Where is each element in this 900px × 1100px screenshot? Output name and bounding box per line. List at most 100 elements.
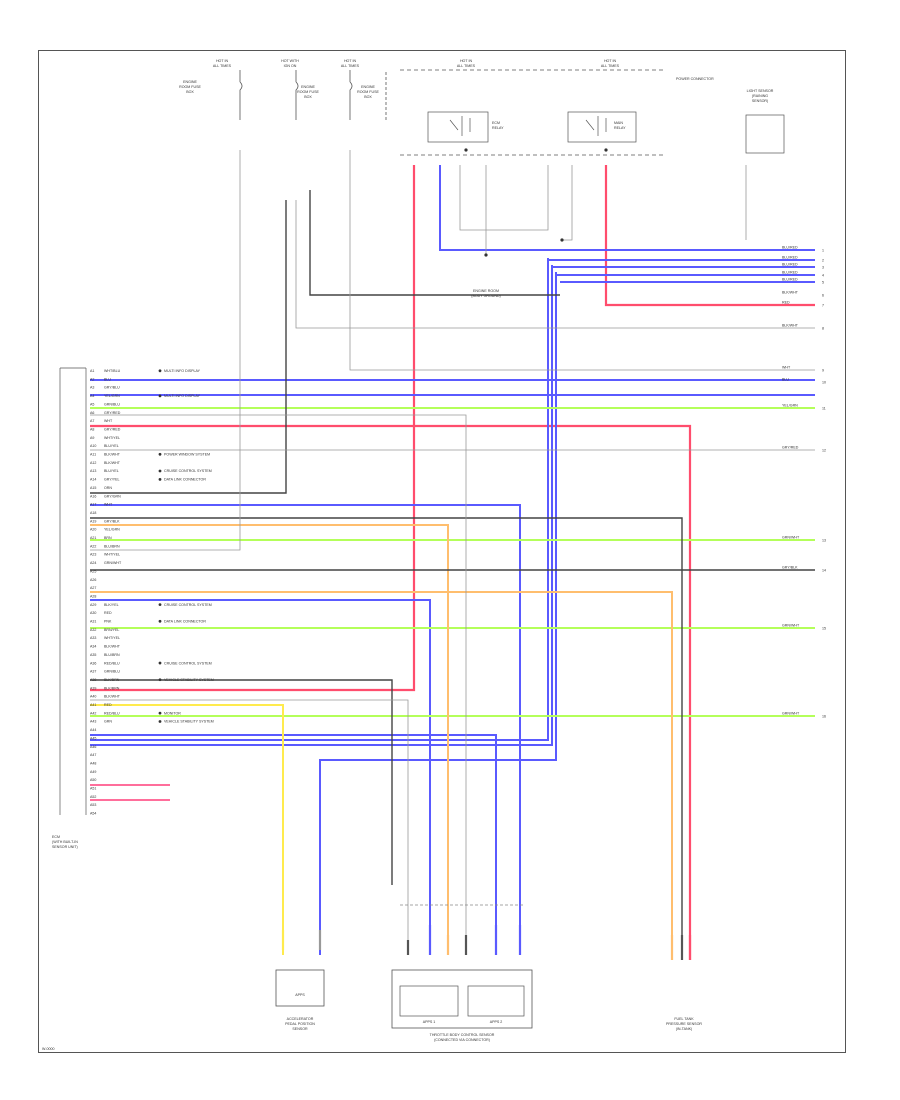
ecm-pin: A19 <box>90 519 96 523</box>
ecm-pin: A16 <box>90 494 96 498</box>
diagram-frame <box>38 50 846 1053</box>
ecm-pin-wire-color: GRN/BLU <box>104 402 120 406</box>
ecm-pin-wire-color: RED <box>104 611 112 615</box>
ecm-note-bullet <box>158 711 162 715</box>
ecm-pin: A3 <box>90 386 94 390</box>
right-wire-label: BLU/RED <box>782 246 798 250</box>
ecm-pin: A45 <box>90 736 96 740</box>
ecm-note-bullet <box>158 619 162 623</box>
ecm-pin: A5 <box>90 402 94 406</box>
svg-text:PEDAL POSITION: PEDAL POSITION <box>285 1022 315 1026</box>
ecm-pin-wire-color: RED/BLU <box>104 711 120 715</box>
ecm-pin-wire-color: BRN <box>104 536 112 540</box>
footer-id: W-0000 <box>42 1047 55 1051</box>
ecm-pin: A27 <box>90 586 96 590</box>
ecm-pin-wire-color: BLK/WHT <box>104 645 121 649</box>
ecm-pin-wire-color: GRY/RED <box>104 411 121 415</box>
ecm-pin: A38 <box>90 678 96 682</box>
svg-text:ROOM FUSE: ROOM FUSE <box>179 85 201 89</box>
svg-text:(RAINING: (RAINING <box>752 94 768 98</box>
wire-pink <box>90 784 170 801</box>
ecm-note-bullet <box>158 661 162 665</box>
ecm-pin-wire-color: YEL/GRN <box>104 528 120 532</box>
svg-text:LIGHT SENSOR: LIGHT SENSOR <box>747 89 774 93</box>
right-terminal-number: 13 <box>822 539 826 543</box>
svg-text:HOT IN: HOT IN <box>344 59 357 63</box>
ecm-pin: A22 <box>90 544 96 548</box>
ecm-pin-wire-color: WHT/YEL <box>104 436 120 440</box>
ecm-pin: A20 <box>90 528 96 532</box>
ecm-note-bullet <box>158 720 162 723</box>
ecm-pin-wire-color: BLU <box>104 377 111 381</box>
svg-text:FUEL TANK: FUEL TANK <box>674 1017 694 1021</box>
ecm-pin: A36 <box>90 661 96 665</box>
ecm-pin-wire-color: GRY/BLK <box>104 519 120 523</box>
ecm-pin-wire-color: BLU/BRN <box>104 653 120 657</box>
ecm-pin: A2 <box>90 377 94 381</box>
right-wire-label: BLU/RED <box>782 256 798 260</box>
svg-text:ALL TIMES: ALL TIMES <box>601 64 620 68</box>
ecm-note: MULTI INFO DISPLAY <box>164 369 201 373</box>
right-wire-label: YEL/GRN <box>782 404 798 408</box>
ecm-pin-wire-color: BLK/BRN <box>104 686 120 690</box>
svg-text:(CONNECTED VIA CONNECTOR): (CONNECTED VIA CONNECTOR) <box>434 1038 490 1042</box>
ecm-pin: A40 <box>90 695 96 699</box>
ecm-pin: A54 <box>90 812 96 816</box>
wire-orange <box>90 524 673 960</box>
ecm-pin: A51 <box>90 787 96 791</box>
ecm-note-bullet <box>158 369 162 373</box>
ecm-pin: A7 <box>90 419 94 423</box>
ecm-pin: A42 <box>90 711 96 715</box>
relay-main: HOT IN ALL TIMES MAIN RELAY <box>585 59 626 136</box>
ecm-note-bullet <box>158 477 162 481</box>
svg-text:RELAY: RELAY <box>492 126 504 130</box>
wire-blue-bundle <box>90 165 815 955</box>
ecm-pin-wire-color: BLK/WHT <box>104 461 121 465</box>
ecm-pin: A29 <box>90 603 96 607</box>
svg-text:HOT IN: HOT IN <box>460 59 473 63</box>
svg-text:(WITH BUILT-IN: (WITH BUILT-IN <box>52 840 78 844</box>
ecm-pin: A30 <box>90 611 96 615</box>
fuse-symbols <box>239 70 387 120</box>
ecm-pin-wire-color: BLK/WHT <box>104 695 121 699</box>
ecm-pin-wire-color: ORN <box>104 486 112 490</box>
svg-text:APPS: APPS <box>295 993 305 997</box>
ecm-note-bullet <box>158 452 162 456</box>
ecm-note: DATA LINK CONNECTOR <box>164 478 206 482</box>
ecm-pin-wire-color: RED/BLU <box>104 661 120 665</box>
svg-text:SENSOR: SENSOR <box>292 1027 308 1031</box>
ecm-pin: A34 <box>90 645 96 649</box>
fuse-box-label-3: HOT IN ALL TIMES ENGINE ROOM FUSE BOX <box>341 59 380 99</box>
component-apps: APPS ACCELERATOR PEDAL POSITION SENSOR <box>275 969 325 1031</box>
svg-text:HOT WITH: HOT WITH <box>281 59 299 63</box>
right-terminal-number: 6 <box>822 294 824 298</box>
ecm-pin-wire-color: GRN/WHT <box>104 561 122 565</box>
right-wire-label: RED <box>782 301 790 305</box>
ecm-pin: A47 <box>90 753 96 757</box>
ecm-pin: A9 <box>90 436 94 440</box>
ecm-pin: A6 <box>90 411 94 415</box>
ecm-note: CRUISE CONTROL SYSTEM <box>164 469 212 473</box>
right-wire-label: GRN/WHT <box>782 712 800 716</box>
svg-text:HOT IN: HOT IN <box>604 59 617 63</box>
ecm-pin: A44 <box>90 728 96 732</box>
svg-text:(BODY GROUND): (BODY GROUND) <box>471 294 500 298</box>
ecm-note: DATA LINK CONNECTOR <box>164 620 206 624</box>
svg-text:ROOM FUSE: ROOM FUSE <box>357 90 379 94</box>
svg-text:HOT IN: HOT IN <box>216 59 229 63</box>
svg-text:BOX: BOX <box>304 95 312 99</box>
ecm-pin-wire-color: GRY/YEL <box>104 478 120 482</box>
ecm-pin: A11 <box>90 453 96 457</box>
ecm-pin-wire-color: WHT/YEL <box>104 553 120 557</box>
ecm-pin: A28 <box>90 594 96 598</box>
ecm-label: ECM (WITH BUILT-IN SENSOR UNIT) <box>52 835 78 849</box>
wire-yellow <box>90 704 284 955</box>
ecm-pin: A8 <box>90 427 94 431</box>
wire-gray <box>90 150 815 955</box>
ecm-pin: A35 <box>90 653 96 657</box>
power-connector-label: POWER CONNECTOR <box>676 77 714 81</box>
right-terminal-number: 10 <box>822 381 826 385</box>
ecm-pin-wire-color: BLK/YEL <box>104 603 119 607</box>
bottom-connector-stubs <box>281 925 692 960</box>
ecm-pin-wire-color: BRN/YEL <box>104 628 119 632</box>
